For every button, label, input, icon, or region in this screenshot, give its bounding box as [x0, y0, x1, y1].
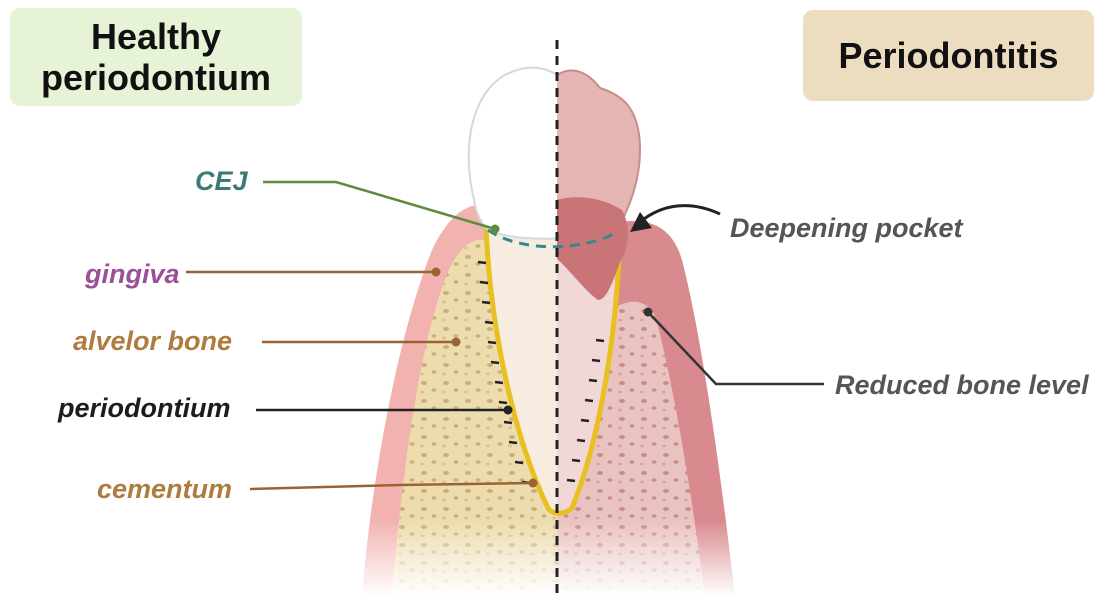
bottom-fade [340, 520, 760, 596]
gingiva-dot [432, 268, 441, 277]
cej-label: CEJ [195, 166, 248, 196]
cementum-label: cementum [97, 474, 232, 504]
periodontium-label: periodontium [58, 393, 230, 423]
pocket-arrow [640, 206, 720, 222]
healthy-half [362, 68, 562, 596]
bone-dot [452, 338, 461, 347]
gingiva-label: gingiva [85, 259, 180, 289]
periodontitis-half [552, 71, 735, 596]
periodontium-dot [504, 406, 513, 415]
reduced-bone-dot [644, 308, 653, 317]
alveolar-bone-label: alvelor bone [73, 326, 232, 356]
cementum-dot [529, 479, 538, 488]
reduced-bone-level-label: Reduced bone level [835, 370, 1089, 400]
deepening-pocket-label: Deepening pocket [730, 213, 963, 243]
cej-dot [491, 225, 500, 234]
healthy-crown [469, 68, 562, 239]
